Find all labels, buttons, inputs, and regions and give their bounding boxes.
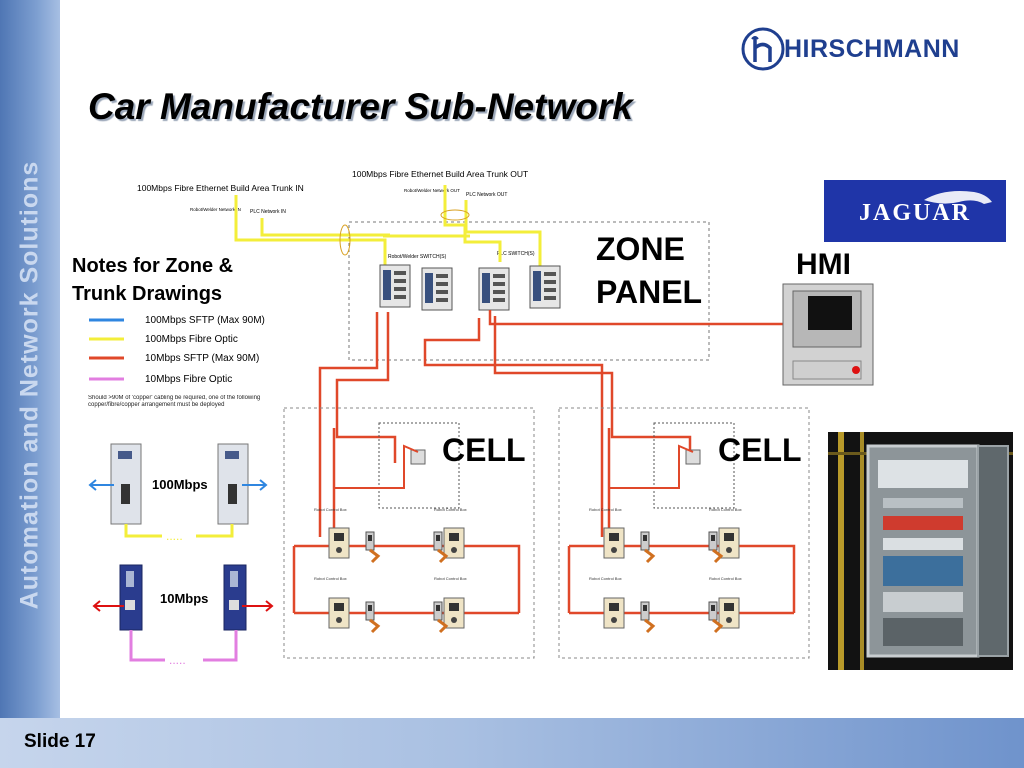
plc-in-label: PLC Network IN [250, 209, 286, 215]
zone-to-cell1-cable [318, 312, 397, 537]
zone-to-cell2-cable [423, 316, 692, 537]
jaguar-logo: JAGUAR [824, 180, 1006, 242]
plc-switch-label: PLC SWITCH(S) [497, 251, 535, 257]
robot-in-label: Robot/Welder Network IN [190, 207, 241, 212]
speed-label-10: 10Mbps [160, 591, 208, 606]
legend-label-pink: 10Mbps Fibre Optic [145, 374, 232, 385]
converter-10-left [119, 564, 143, 631]
cabinet-image [828, 432, 1013, 670]
trunk-in-coupler [339, 224, 351, 256]
fibre-link-100-dots: ..... [166, 529, 183, 543]
arrow-100-left [88, 479, 114, 491]
robot-switch-2 [421, 267, 453, 311]
converter-10-right [223, 564, 247, 631]
jaguar-leaper-icon [924, 191, 992, 204]
notes-heading-1: Notes for Zone & [72, 255, 233, 277]
plc-out-label: PLC Network OUT [466, 192, 507, 198]
arrow-10-left [92, 600, 124, 612]
legend-label-blue: 100Mbps SFTP (Max 90M) [145, 315, 265, 326]
zone-to-hmi-cable [488, 310, 790, 326]
fibre-link-10 [129, 630, 238, 662]
hmi-label: HMI [796, 248, 851, 281]
network-diagram: Robot Control Box Robot Control Box Robo… [72, 169, 874, 667]
side-bar: Automation and Network Solutions [0, 0, 60, 718]
side-bar-text: Automation and Network Solutions [15, 160, 44, 610]
zone-panel-box [348, 221, 710, 361]
plc-switch-2 [529, 265, 561, 309]
hmi-terminal [782, 283, 874, 386]
control-cabinet-photo [828, 432, 1013, 670]
notes-heading-2: Trunk Drawings [72, 283, 222, 305]
legend-label-orange: 10Mbps SFTP (Max 90M) [145, 353, 259, 364]
trunk-out-label: 100Mbps Fibre Ethernet Build Area Trunk … [352, 169, 528, 179]
brand-name: HIRSCHMANN [784, 35, 960, 63]
copper-note: Should >90M of 'copper' cabling be requi… [88, 395, 261, 408]
cell-1-label: CELL [442, 432, 526, 468]
legend-label-yellow: 100Mbps Fibre Optic [145, 334, 238, 345]
cell-2-label: CELL [718, 432, 802, 468]
converter-100-left [110, 443, 142, 525]
jaguar-logo-text: JAGUAR [859, 200, 971, 226]
fibre-trunk-in [234, 195, 470, 265]
fibre-link-100 [124, 524, 234, 538]
trunk-in-label: 100Mbps Fibre Ethernet Build Area Trunk … [137, 183, 304, 193]
zone-label: ZONE [596, 231, 685, 267]
robot-out-label: Robot/Welder Network OUT [404, 188, 460, 193]
footer-bar [0, 718, 1024, 768]
panel-label: PANEL [596, 274, 702, 310]
trunk-out-coupler [440, 209, 470, 221]
fibre-link-10-dots: ..... [169, 653, 186, 667]
robot-switch-1 [379, 264, 411, 308]
slide-title: Car Manufacturer Sub-Network [88, 86, 633, 127]
speed-label-100: 100Mbps [152, 477, 208, 492]
slide-number: Slide 17 [24, 731, 96, 752]
arrow-100-right [242, 479, 268, 491]
plc-switch-1 [478, 267, 510, 311]
arrow-10-right [242, 600, 274, 612]
robot-switch-label: Robot/Welder SWITCH(S) [388, 254, 447, 260]
hirschmann-logo-icon [741, 27, 785, 71]
